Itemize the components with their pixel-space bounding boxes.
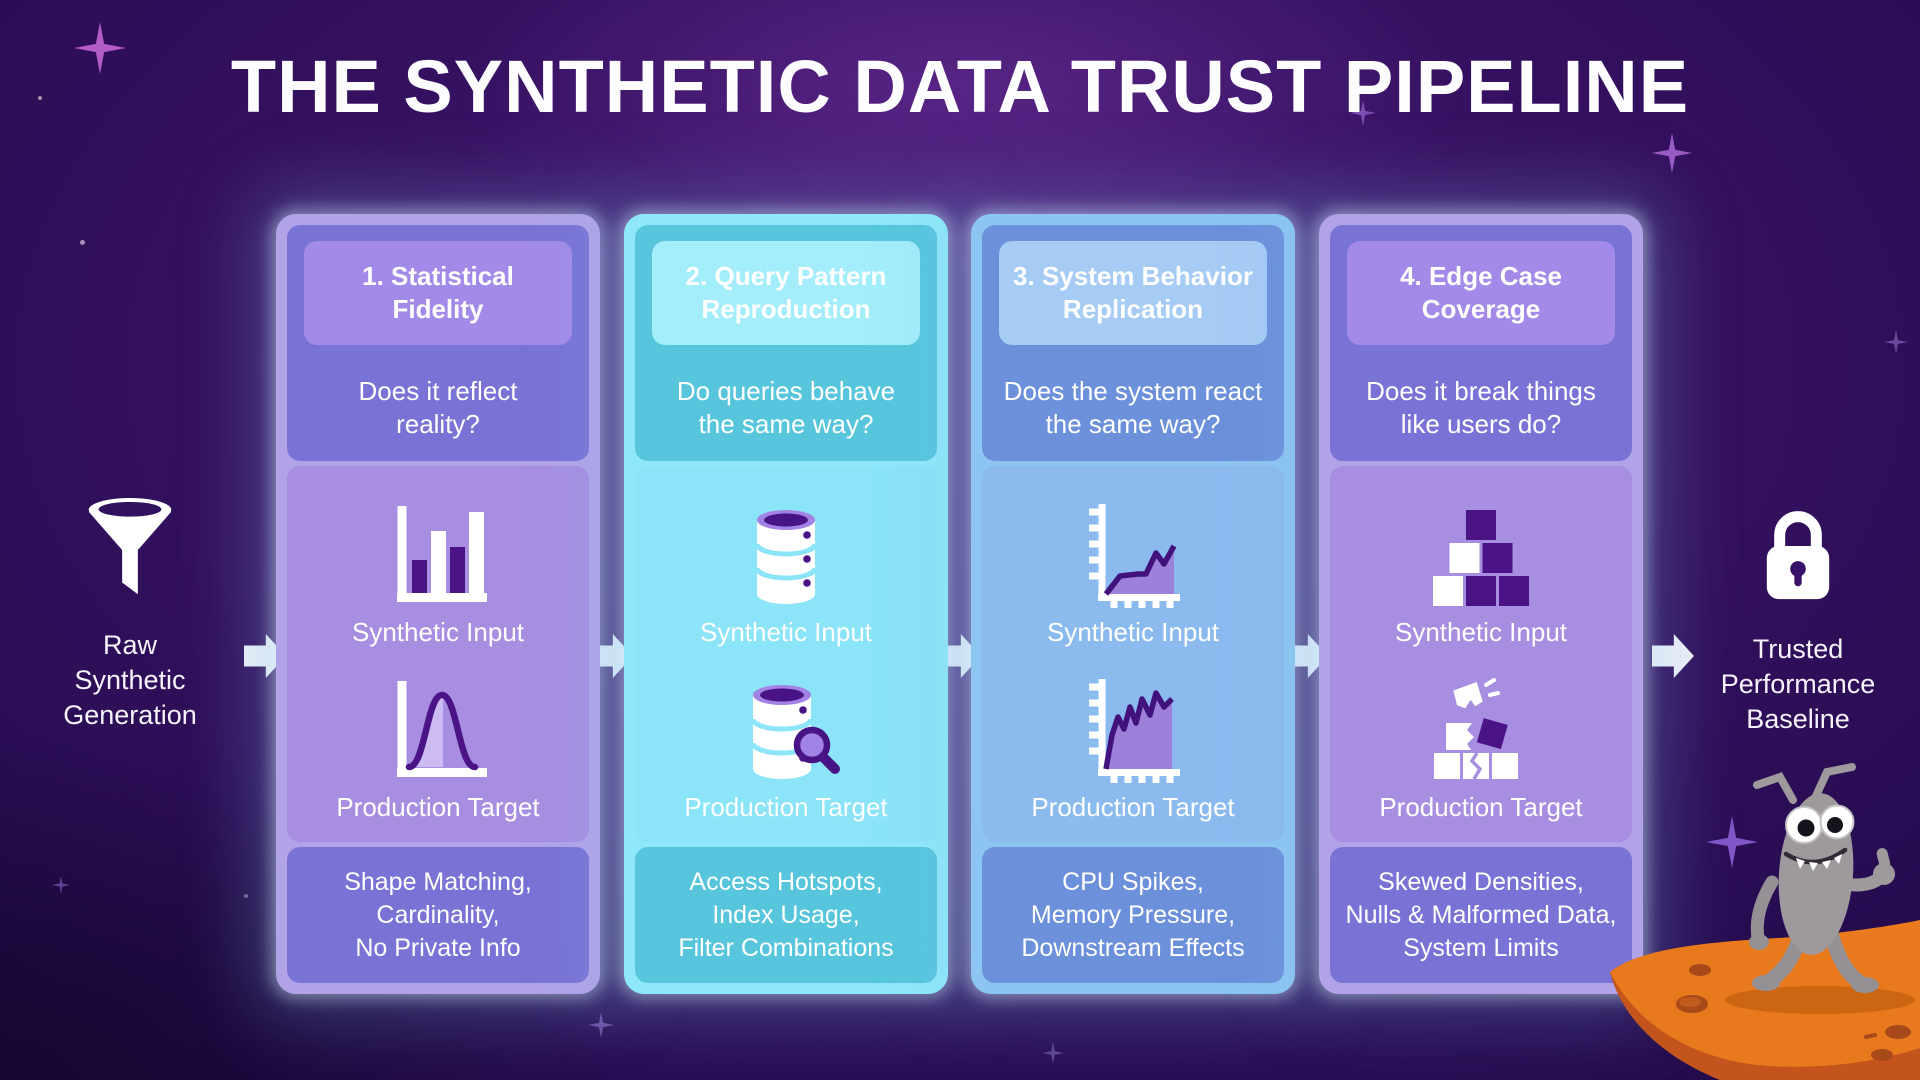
target-label: Production Target [1379,792,1583,822]
star-dot [788,100,798,110]
stage-body-zone: Synthetic Input Production Target [1330,466,1632,842]
target-label: Production Target [684,792,888,822]
stage-criteria: Shape Matching, Cardinality, No Private … [287,847,589,983]
stage-question: Does it reflect reality? [358,376,518,439]
stage-title-badge: 1. Statistical Fidelity [304,241,572,345]
line-chart-icon [1089,504,1180,608]
stage-card-query-pattern: 2. Query Pattern Reproduction Do queries… [624,214,948,994]
stage-card-edge-case: 4. Edge Case Coverage Does it break thin… [1319,214,1643,994]
stage-criteria: Skewed Densities, Nulls & Malformed Data… [1330,847,1632,983]
pipeline-result: Trusted Performance Baseline [1688,500,1908,737]
blocks-pyramid-icon [1433,510,1529,606]
page-title: THE SYNTHETIC DATA TRUST PIPELINE [230,45,1690,128]
synthetic-input-group: Synthetic Input [287,498,589,647]
stage-criteria: CPU Spikes, Memory Pressure, Downstream … [982,847,1284,983]
mountain-chart-icon [1089,679,1180,783]
star-dot [38,96,42,100]
stage-card-system-behavior: 3. System Behavior Replication Does the … [971,214,1295,994]
antennae-icon [1753,763,1856,804]
star-dot [244,894,248,898]
production-target-group: Production Target [635,673,937,822]
input-label: Synthetic Input [352,617,524,647]
input-label: Synthetic Input [700,617,872,647]
production-target-group: Production Target [1330,673,1632,822]
stage-card-statistical-fidelity: 1. Statistical Fidelity Does it reflect … [276,214,600,994]
alien-left-arm [1750,875,1779,945]
source-label: Raw Synthetic Generation [63,630,197,730]
stage-title-badge: 3. System Behavior Replication [999,241,1267,345]
input-label: Synthetic Input [1395,617,1567,647]
funnel-icon [88,498,172,595]
bell-curve-icon [397,681,487,777]
stage-header-zone: 4. Edge Case Coverage Does it break thin… [1330,225,1632,461]
stage-question: Do queries behave the same way? [676,376,896,439]
stage-body-zone: Synthetic Input Production Target [635,466,937,842]
result-label: Trusted Performance Baseline [1720,634,1876,734]
target-label: Production Target [336,792,540,822]
pipeline-source: Raw Synthetic Generation [24,494,236,733]
star-dot [80,240,85,245]
stage-body-zone: Synthetic Input Production Target [287,466,589,842]
alien-mouth [1783,847,1848,871]
stage-body-zone: Synthetic Input [982,466,1284,842]
lock-icon [1766,511,1830,600]
synthetic-input-group: Synthetic Input [982,498,1284,647]
broken-blocks-icon [1434,678,1518,780]
synthetic-input-group: Synthetic Input [1330,498,1632,647]
alien-eyes [1785,804,1855,844]
mascot-shadow [1725,986,1915,1014]
database-search-icon [750,685,840,779]
alien-right-arm-thumbs-up [1837,848,1895,892]
alien-mascot [1749,763,1895,993]
stage-header-zone: 3. System Behavior Replication Does the … [982,225,1284,461]
bar-chart-icon [397,506,487,602]
stage-question: Does it break things like users do? [1366,376,1596,439]
target-label: Production Target [1031,792,1235,822]
stage-title-badge: 2. Query Pattern Reproduction [652,241,920,345]
stage-criteria: Access Hotspots, Index Usage, Filter Com… [635,847,937,983]
stage-header-zone: 2. Query Pattern Reproduction Do queries… [635,225,937,461]
input-label: Synthetic Input [1047,617,1219,647]
stage-header-zone: 1. Statistical Fidelity Does it reflect … [287,225,589,461]
production-target-group: Production Target [287,673,589,822]
stage-question: Does the system react the same way? [1003,376,1263,439]
stage-title-badge: 4. Edge Case Coverage [1347,241,1615,345]
database-icon [754,510,818,604]
production-target-group: Production Target [982,673,1284,822]
synthetic-input-group: Synthetic Input [635,498,937,647]
